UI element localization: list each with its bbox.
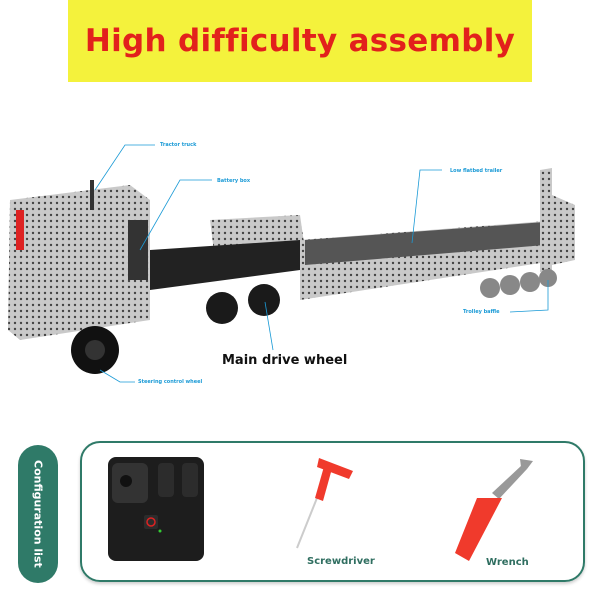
callout-battery-box: Battery box xyxy=(217,178,251,184)
wrench-label: Wrench xyxy=(486,557,529,568)
callout-low-flatbed-trailer: Low flatbed trailer xyxy=(450,168,503,174)
battery-box-image xyxy=(108,457,204,561)
callout-trolley-baffle: Trolley baffle xyxy=(463,309,500,315)
wrench-image xyxy=(455,459,533,561)
configuration-list-label: Configuration list xyxy=(31,460,45,568)
screwdriver-label: Screwdriver xyxy=(307,556,375,567)
callout-main-drive-wheel: Main drive wheel xyxy=(222,353,348,368)
callout-steering-control-wheel: Steering control wheel xyxy=(138,379,203,385)
configuration-box: Screwdriver Wrench xyxy=(80,441,585,582)
configuration-list-badge: Configuration list xyxy=(18,445,58,583)
tractor-cab xyxy=(8,180,150,340)
callout-tractor-truck: Tractor truck xyxy=(160,142,197,148)
title-banner: High difficulty assembly xyxy=(68,0,532,82)
trailer xyxy=(210,168,575,300)
screwdriver-image xyxy=(296,458,353,549)
banner-title: High difficulty assembly xyxy=(84,23,516,59)
truck-model-image xyxy=(8,144,575,383)
